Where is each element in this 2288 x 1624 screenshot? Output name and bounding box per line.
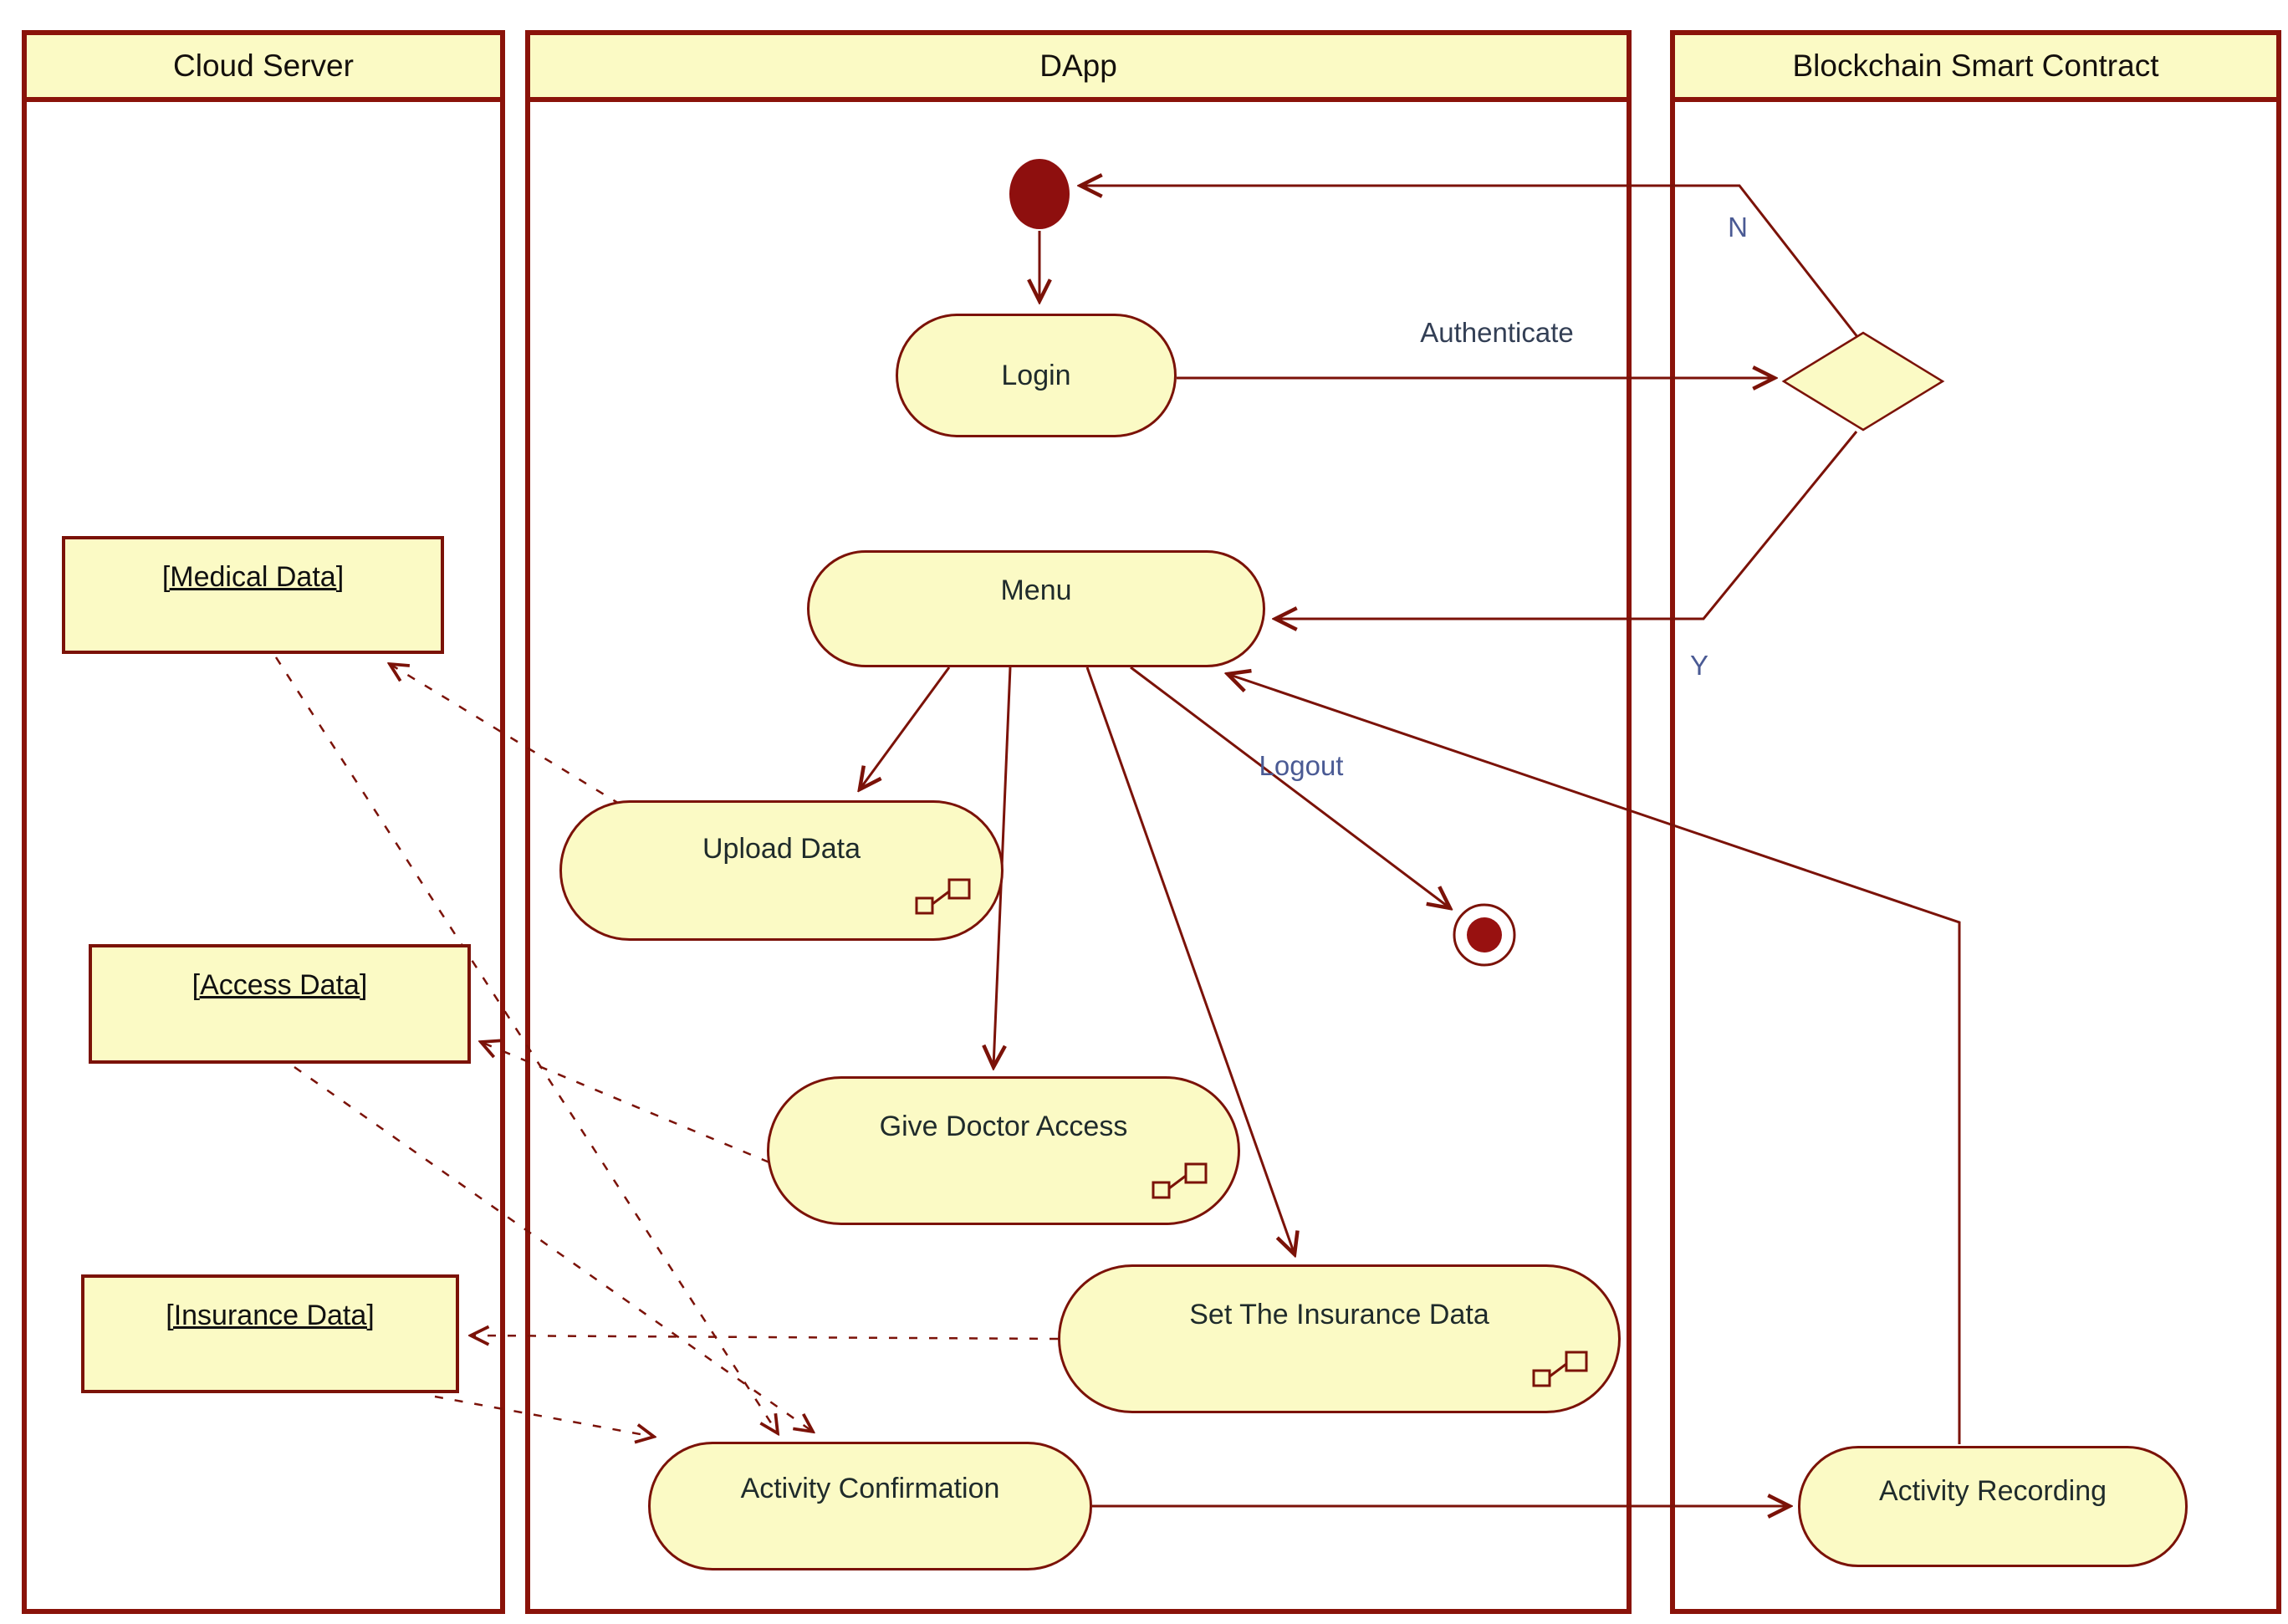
edge-activity-recording-to-menu — [1228, 674, 1961, 1444]
decision-diamond — [1781, 331, 1945, 432]
activity-set-insurance-data-label: Set The Insurance Data — [1189, 1299, 1489, 1330]
activity-recording-label: Activity Recording — [1878, 1475, 2107, 1507]
subactivity-rake-icon — [1532, 1351, 1588, 1387]
activity-give-doctor-access: Give Doctor Access — [767, 1076, 1240, 1225]
activity-menu: Menu — [807, 550, 1265, 667]
edge-medical-data-to-activity-confirmation — [274, 656, 778, 1433]
edge-label-logout: Logout — [1259, 750, 1344, 781]
edge-insurance-data-to-activity-confirmation — [434, 1395, 654, 1437]
edge-access-data-to-activity-confirmation — [294, 1065, 813, 1432]
activity-set-insurance-data: Set The Insurance Data — [1058, 1264, 1621, 1413]
edge-label-authenticate: Authenticate — [1420, 317, 1574, 348]
activity-menu-label: Menu — [1000, 575, 1072, 606]
object-insurance-data: [Insurance Data] — [81, 1274, 459, 1393]
swimlane-title-cloud-server: Cloud Server — [27, 35, 500, 102]
swimlane-title-dapp: DApp — [530, 35, 1627, 102]
edge-set-insurance-data-to-insurance-data — [471, 1335, 1059, 1339]
object-access-data-label: [Access Data] — [192, 969, 368, 1001]
subactivity-rake-icon — [915, 878, 971, 915]
object-insurance-data-label: [Insurance Data] — [166, 1300, 375, 1331]
activity-give-doctor-access-label: Give Doctor Access — [879, 1111, 1128, 1142]
edge-menu-to-set-insurance-data — [1085, 666, 1295, 1254]
initial-node — [1009, 159, 1070, 229]
edge-decision-to-initial-n — [1080, 186, 1860, 339]
object-medical-data: [Medical Data] — [62, 536, 444, 654]
edge-label-y: Y — [1689, 650, 1709, 681]
object-medical-data-label: [Medical Data] — [161, 561, 345, 593]
activity-upload-data-label: Upload Data — [702, 833, 861, 865]
object-access-data: [Access Data] — [89, 944, 471, 1064]
edge-give-doctor-access-to-access-data — [481, 1042, 770, 1164]
swimlane-cloud-server: Cloud Server — [22, 30, 505, 1614]
activity-login: Login — [896, 314, 1177, 437]
swimlane-dapp: DApp — [525, 30, 1632, 1614]
swimlane-blockchain-smart-contract: Blockchain Smart Contract — [1670, 30, 2281, 1614]
activity-activity-recording: Activity Recording — [1798, 1446, 2188, 1567]
activity-login-label: Login — [1001, 359, 1071, 391]
activity-activity-confirmation: Activity Confirmation — [648, 1442, 1092, 1570]
edge-decision-to-menu-y — [1275, 431, 1858, 619]
final-node-inner — [1467, 917, 1502, 952]
edge-menu-to-upload-data — [860, 666, 951, 789]
edge-upload-data-to-medical-data — [390, 664, 621, 806]
activity-confirmation-label: Activity Confirmation — [740, 1473, 1000, 1504]
edge-menu-to-final-logout — [1130, 666, 1450, 908]
swimlane-title-blockchain: Blockchain Smart Contract — [1675, 35, 2276, 102]
edge-label-n: N — [1728, 212, 1748, 243]
subactivity-rake-icon — [1152, 1162, 1208, 1199]
activity-upload-data: Upload Data — [559, 800, 1004, 941]
